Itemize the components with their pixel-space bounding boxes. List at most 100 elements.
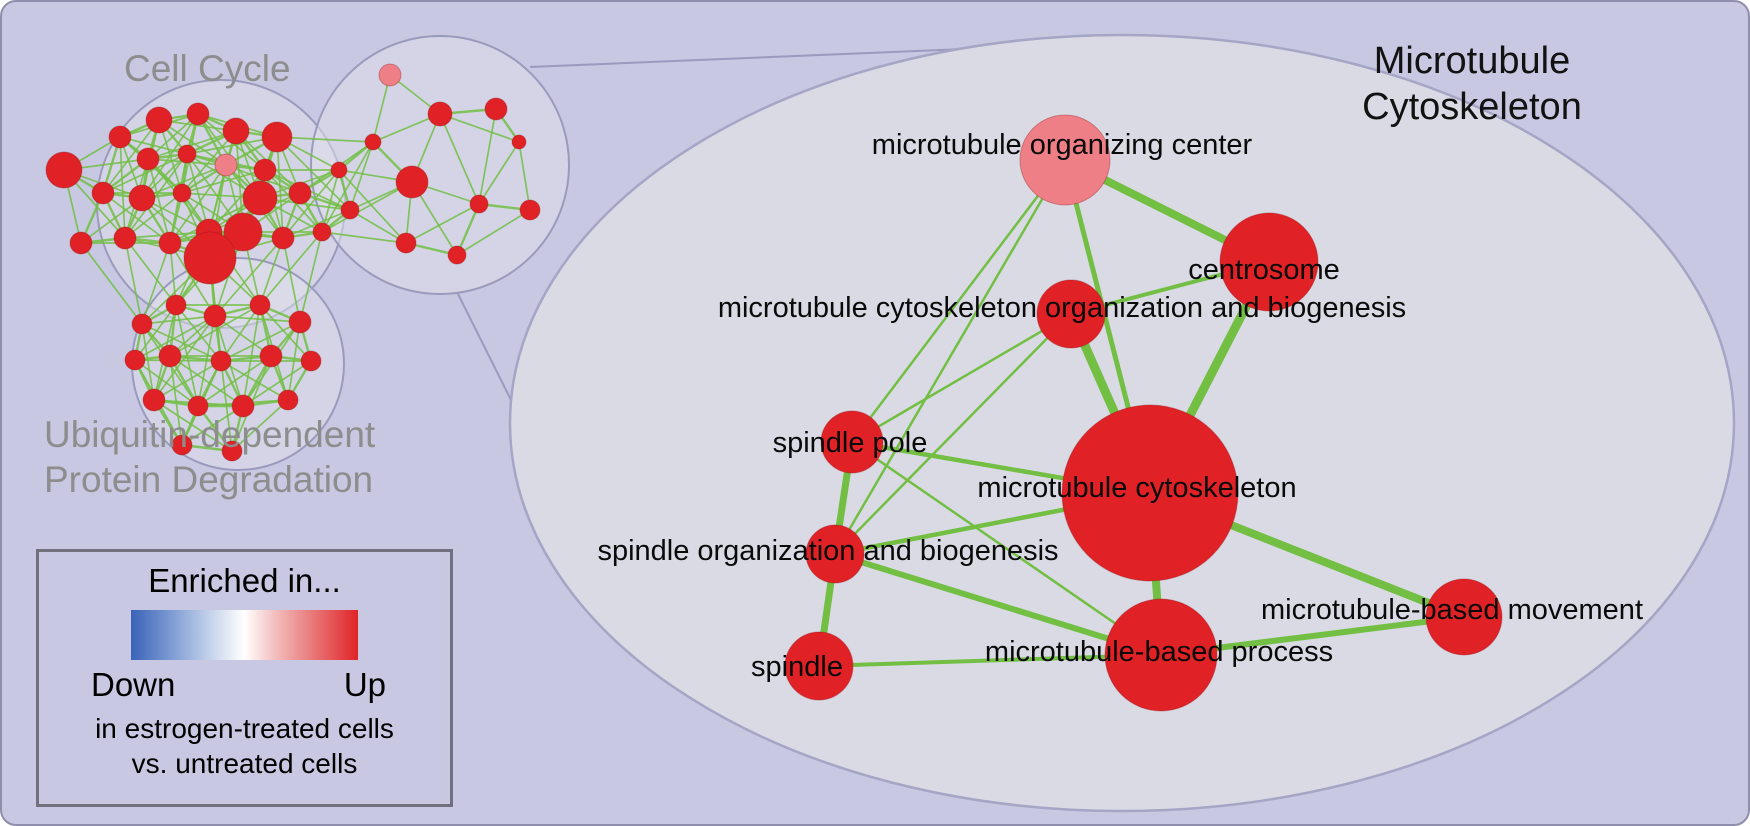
enrichment-edge xyxy=(124,237,143,325)
gene-set-node xyxy=(249,294,271,316)
node-label: microtubule-based process xyxy=(985,636,1333,668)
gene-set-node xyxy=(91,181,115,205)
enrichment-edge xyxy=(197,355,272,407)
enrichment-edge xyxy=(175,304,222,362)
gene-set-node xyxy=(242,180,278,216)
gene-set-node xyxy=(784,631,854,701)
enrichment-edge xyxy=(456,209,531,256)
gene-set-node xyxy=(1019,114,1111,206)
enrichment-edge xyxy=(186,153,210,233)
enrichment-edge xyxy=(439,113,480,205)
gene-set-node xyxy=(288,310,312,334)
enrichment-edge xyxy=(208,169,266,233)
gene-set-node xyxy=(1219,212,1319,312)
gene-set-node xyxy=(259,344,283,368)
enrichment-edge xyxy=(259,237,284,306)
cluster-circle xyxy=(310,35,570,295)
enrichment-edge xyxy=(478,141,520,205)
enrichment-edge xyxy=(214,237,284,317)
gene-set-node xyxy=(271,226,295,250)
enrichment-edge xyxy=(439,113,520,143)
legend-up-label: Up xyxy=(343,666,386,703)
gene-set-node xyxy=(395,165,429,199)
gene-set-node xyxy=(45,151,83,189)
enrichment-edge xyxy=(181,169,266,194)
enrichment-edge xyxy=(259,304,312,362)
cluster-label-ubiquitin: Ubiquitin-dependent Protein Degradation xyxy=(44,412,375,502)
enrichment-edge xyxy=(478,108,497,205)
legend-gradient-bar xyxy=(131,610,358,660)
gene-set-node xyxy=(261,121,293,153)
zoom-cluster-title: Microtubule Cytoskeleton xyxy=(1272,38,1672,130)
enrichment-edge xyxy=(181,130,237,194)
enrichment-edge xyxy=(282,237,301,323)
enrichment-edge xyxy=(834,313,1072,555)
gene-set-node xyxy=(222,117,250,145)
enrichment-edge xyxy=(851,440,1162,657)
enrichment-edge xyxy=(124,237,177,306)
gene-set-node xyxy=(484,97,508,121)
node-label: spindle pole xyxy=(773,427,928,459)
enrichment-edge xyxy=(169,304,261,357)
enrichment-edge xyxy=(147,158,171,244)
cluster-label-cell-cycle: Cell Cycle xyxy=(124,48,291,89)
node-label: microtubule organizing center xyxy=(872,129,1253,161)
cluster-label-ubiquitin-line1: Ubiquitin-dependent xyxy=(44,414,376,455)
node-label: centrosome xyxy=(1188,254,1340,286)
gene-set-node xyxy=(128,184,156,212)
legend-caption-line2: vs. untreated cells xyxy=(131,748,358,779)
gene-set-node xyxy=(145,106,173,134)
gene-set-node xyxy=(395,232,417,254)
enrichment-edge xyxy=(405,203,480,244)
enrichment-edge xyxy=(818,653,1162,668)
enrichment-edge xyxy=(80,242,143,325)
enrichment-edge xyxy=(851,159,1066,443)
gene-set-node xyxy=(820,410,884,474)
enrichment-edge xyxy=(102,153,188,194)
gene-set-node xyxy=(203,304,227,328)
legend-down-label: Down xyxy=(91,666,176,703)
cluster-label-ubiquitin-line2: Protein Degradation xyxy=(44,459,374,500)
gene-set-node xyxy=(330,161,348,179)
gene-set-node xyxy=(253,158,277,182)
enrichment-edge xyxy=(833,159,1067,555)
gene-set-node xyxy=(805,524,865,584)
enrichment-edge xyxy=(220,304,261,362)
gene-set-node xyxy=(187,395,209,417)
enrichment-edge xyxy=(276,136,351,211)
enrichment-edge xyxy=(834,551,1162,658)
gene-set-node xyxy=(124,349,146,371)
enrichment-edge xyxy=(321,141,374,233)
gene-set-node xyxy=(519,199,541,221)
enrichment-edge xyxy=(220,360,289,401)
gene-set-node xyxy=(1425,578,1503,656)
gene-set-node xyxy=(221,440,243,462)
enrichment-edge xyxy=(134,304,177,361)
node-label: spindle organization and biogenesis xyxy=(597,535,1058,567)
gene-set-node xyxy=(511,134,527,150)
gene-set-node xyxy=(142,388,166,412)
enrichment-edge xyxy=(299,231,323,323)
enrichment-edge xyxy=(282,169,340,239)
gene-set-node xyxy=(223,212,263,252)
enrichment-edge xyxy=(455,203,481,256)
enrichment-edge xyxy=(321,181,413,233)
enrichment-edge xyxy=(169,355,244,407)
enrichment-edge xyxy=(242,360,312,407)
legend-endpoint-labels: Down Up xyxy=(91,666,386,704)
enrichment-edge xyxy=(231,399,289,452)
gene-set-node xyxy=(165,294,187,316)
enrichment-edge xyxy=(372,113,441,143)
enrichment-edge xyxy=(259,231,323,306)
gene-set-node xyxy=(364,133,382,151)
gene-set-node xyxy=(1104,598,1218,712)
legend-caption: in estrogen-treated cells vs. untreated … xyxy=(39,711,450,781)
gene-set-node xyxy=(312,222,332,242)
gene-set-node xyxy=(300,350,322,372)
enrichment-edge xyxy=(321,231,407,244)
enrichment-edge xyxy=(102,192,171,244)
gene-set-node xyxy=(288,181,312,205)
gene-set-node xyxy=(186,102,210,126)
gene-set-node xyxy=(113,226,137,250)
